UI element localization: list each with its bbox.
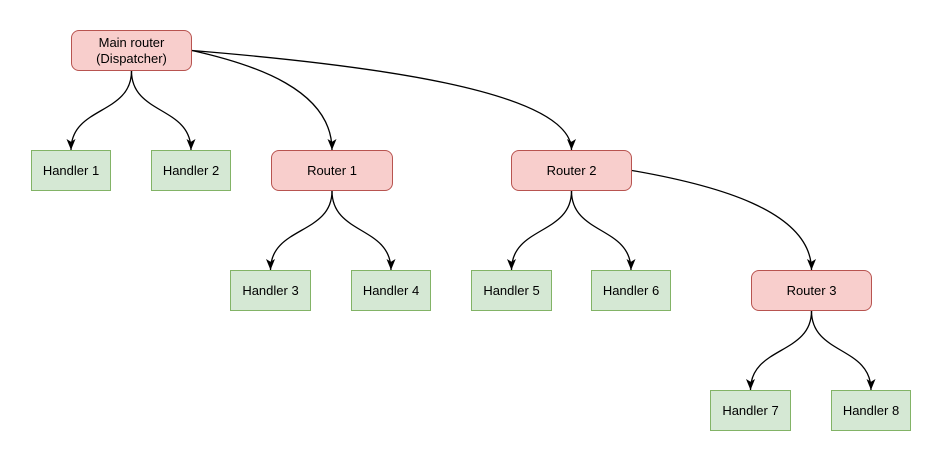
node-router1: Router 1 xyxy=(271,150,393,191)
node-label-router3: Router 3 xyxy=(786,282,837,298)
node-label-handler6: Handler 6 xyxy=(602,282,660,298)
node-label-handler5: Handler 5 xyxy=(483,282,540,298)
node-router3: Router 3 xyxy=(751,270,872,311)
edge-router3-to-handler7 xyxy=(746,310,813,391)
edge-main-to-router1 xyxy=(191,49,337,151)
edge-router3-to-handler8 xyxy=(810,310,876,391)
node-router2: Router 2 xyxy=(511,150,632,191)
node-label-router2: Router 2 xyxy=(546,162,597,178)
node-label-handler8: Handler 8 xyxy=(842,402,900,418)
node-main: Main router (Dispatcher) xyxy=(71,30,192,71)
edge-router2-to-handler6 xyxy=(570,190,636,271)
node-handler2: Handler 2 xyxy=(151,150,231,191)
node-label-main: Main router (Dispatcher) xyxy=(96,34,167,66)
node-label-router1: Router 1 xyxy=(307,162,357,178)
edge-main-to-handler2 xyxy=(130,70,196,151)
node-label-handler2: Handler 2 xyxy=(162,162,220,178)
edge-router2-to-handler5 xyxy=(507,190,573,271)
node-label-handler4: Handler 4 xyxy=(362,282,420,298)
node-handler4: Handler 4 xyxy=(351,270,431,311)
edge-router1-to-handler3 xyxy=(266,190,333,271)
node-handler5: Handler 5 xyxy=(471,270,552,311)
edge-group xyxy=(66,49,876,391)
node-handler6: Handler 6 xyxy=(591,270,671,311)
node-label-handler1: Handler 1 xyxy=(42,162,100,178)
node-label-handler3: Handler 3 xyxy=(242,282,299,298)
edge-router2-to-router3 xyxy=(631,169,816,271)
node-handler3: Handler 3 xyxy=(230,270,311,311)
node-handler1: Handler 1 xyxy=(31,150,111,191)
node-handler7: Handler 7 xyxy=(710,390,791,431)
edge-router1-to-handler4 xyxy=(331,190,396,271)
edge-main-to-handler1 xyxy=(66,70,133,151)
edge-main-to-router2 xyxy=(191,49,576,151)
node-label-handler7: Handler 7 xyxy=(722,402,779,418)
node-handler8: Handler 8 xyxy=(831,390,911,431)
